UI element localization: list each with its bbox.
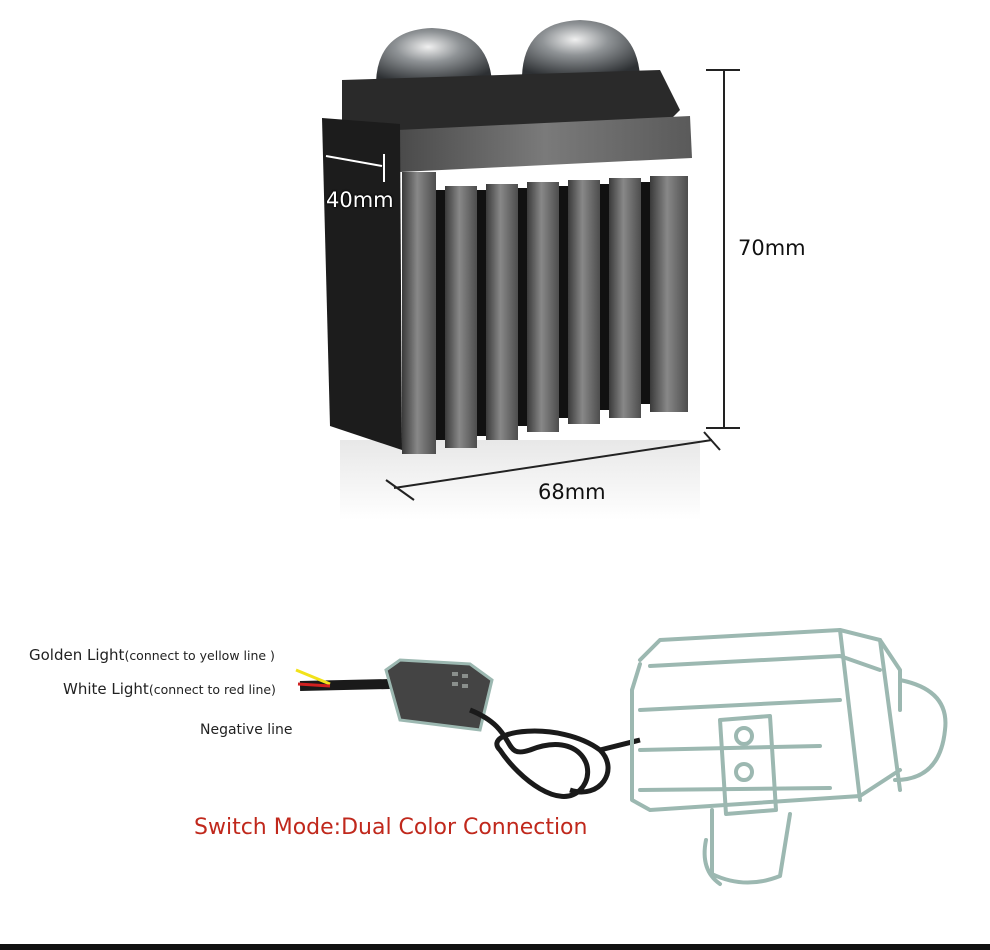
- lens-right: [522, 20, 640, 76]
- wiring-diagram: [295, 628, 948, 886]
- height-dimension-label: 70mm: [738, 236, 806, 260]
- lens-left: [376, 28, 492, 82]
- golden-light-label: Golden Light(connect to yellow line ): [29, 646, 275, 664]
- bottom-border: [0, 944, 990, 950]
- switch-mode-title: Switch Mode:Dual Color Connection: [194, 815, 588, 840]
- led-light-illustration: [322, 20, 740, 520]
- depth-dimension-label: 40mm: [326, 188, 394, 212]
- heatsink-fins: [402, 172, 688, 454]
- white-light-label: White Light(connect to red line): [63, 680, 276, 698]
- negative-line-label: Negative line: [200, 722, 293, 738]
- width-dimension-label: 68mm: [538, 480, 606, 504]
